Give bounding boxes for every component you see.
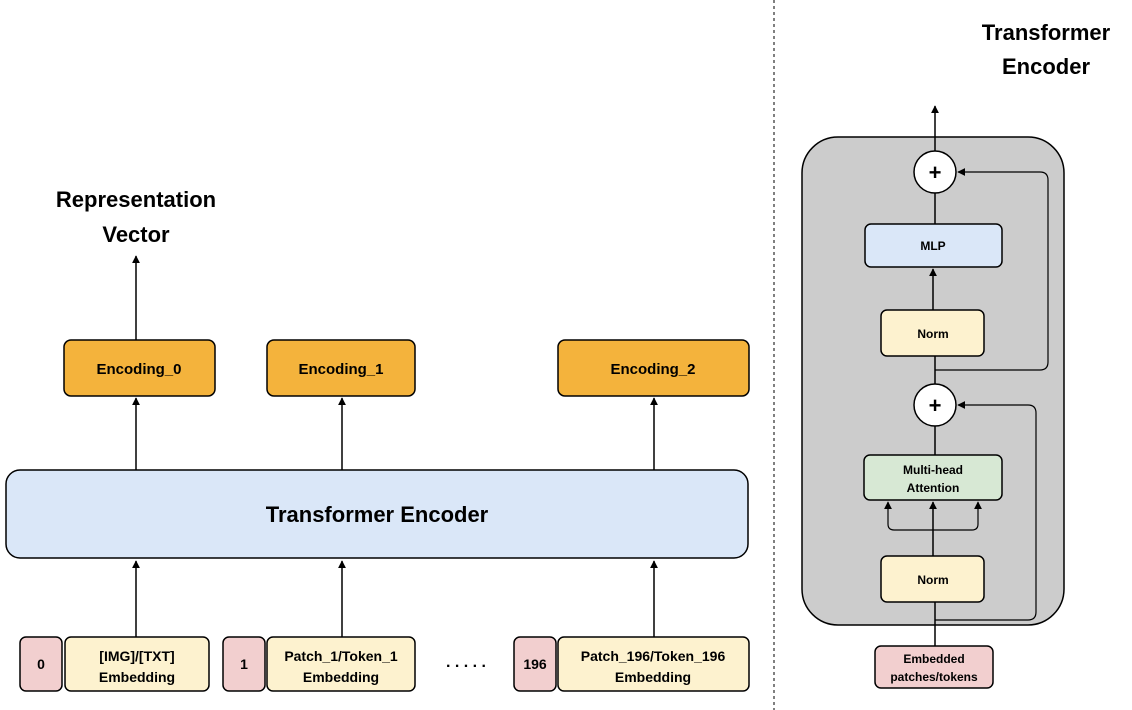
- transformer-encoder-block-shape: [5, 469, 749, 559]
- residual-add-bottom-symbol: +: [929, 393, 942, 418]
- norm-block-top-shape: [880, 309, 985, 357]
- embedding-box-196-shape: [557, 636, 750, 692]
- embedding-box-0-line2: Embedding: [99, 669, 175, 685]
- attention-block-shape: [863, 454, 1003, 501]
- right-panel: Transformer Encoder + MLP Norm: [801, 20, 1111, 689]
- encoding-box-2-label: Encoding_2: [610, 361, 695, 378]
- input-token-1: 1 Patch_1/Token_1 Embedding: [222, 636, 416, 692]
- residual-add-top: +: [913, 150, 957, 194]
- norm-block-top: Norm: [880, 309, 985, 357]
- attention-label-line2: Attention: [907, 481, 960, 495]
- position-box-1-label: 1: [240, 656, 248, 672]
- residual-connection-bottom: [935, 401, 1037, 621]
- input-token-0: 0 [IMG]/[TXT] Embedding: [19, 636, 210, 692]
- embedded-input-line1: Embedded: [903, 652, 964, 666]
- encoding-box-1: Encoding_1: [266, 339, 416, 397]
- representation-vector-title-line1: Representation: [56, 187, 216, 212]
- encoding-box-0: Encoding_0: [63, 339, 216, 397]
- position-box-196-shape: [513, 636, 557, 692]
- norm-block-bottom-shape: [880, 555, 985, 603]
- embedding-box-1-line1: Patch_1/Token_1: [284, 648, 398, 664]
- position-box-1-shape: [222, 636, 266, 692]
- input-token-196: 196 Patch_196/Token_196 Embedding: [513, 636, 750, 692]
- attention-label-line1: Multi-head: [903, 463, 963, 477]
- embedding-box-1-shape: [266, 636, 416, 692]
- residual-add-top-symbol: +: [929, 160, 942, 185]
- embedded-input-block: Embedded patches/tokens: [874, 645, 994, 689]
- mlp-label: MLP: [920, 239, 945, 253]
- residual-connection-top: [935, 168, 1049, 371]
- position-box-0-shape: [19, 636, 63, 692]
- mlp-block-shape: [864, 223, 1003, 268]
- embedding-box-196-line2: Embedding: [615, 669, 691, 685]
- encoding-box-2: Encoding_2: [557, 339, 750, 397]
- embedding-box-1-line2: Embedding: [303, 669, 379, 685]
- embedding-box-196-line1: Patch_196/Token_196: [581, 648, 726, 664]
- norm-bottom-label: Norm: [917, 573, 948, 587]
- mlp-block: MLP: [864, 223, 1003, 268]
- residual-add-bottom: +: [913, 383, 957, 427]
- embedding-box-0-line1: [IMG]/[TXT]: [99, 648, 174, 664]
- norm-block-bottom: Norm: [880, 555, 985, 603]
- left-panel: Representation Vector Encoding_0 Encodin…: [5, 187, 750, 692]
- encoding-box-0-label: Encoding_0: [96, 361, 181, 378]
- qkv-arrow-right: [933, 501, 982, 531]
- embedded-input-line2: patches/tokens: [890, 670, 978, 684]
- representation-vector-title-line2: Vector: [102, 222, 170, 247]
- embedded-input-shape: [874, 645, 994, 689]
- position-box-0-label: 0: [37, 656, 45, 672]
- qkv-arrow-left: [884, 501, 933, 531]
- multi-head-attention-block: Multi-head Attention: [863, 454, 1003, 501]
- encoding-box-1-shape: [266, 339, 416, 397]
- encoding-box-1-label: Encoding_1: [298, 361, 383, 378]
- norm-top-label: Norm: [917, 327, 948, 341]
- embedding-box-0-shape: [64, 636, 210, 692]
- transformer-encoder-label: Transformer Encoder: [266, 502, 489, 527]
- transformer-encoder-block: Transformer Encoder: [5, 469, 749, 559]
- encoder-detail-title-line2: Encoder: [1002, 54, 1090, 79]
- ellipsis: . . . . .: [446, 654, 486, 671]
- encoding-box-2-shape: [557, 339, 750, 397]
- encoder-detail-title-line1: Transformer: [982, 20, 1111, 45]
- position-box-196-label: 196: [523, 656, 547, 672]
- encoding-box-0-shape: [63, 339, 216, 397]
